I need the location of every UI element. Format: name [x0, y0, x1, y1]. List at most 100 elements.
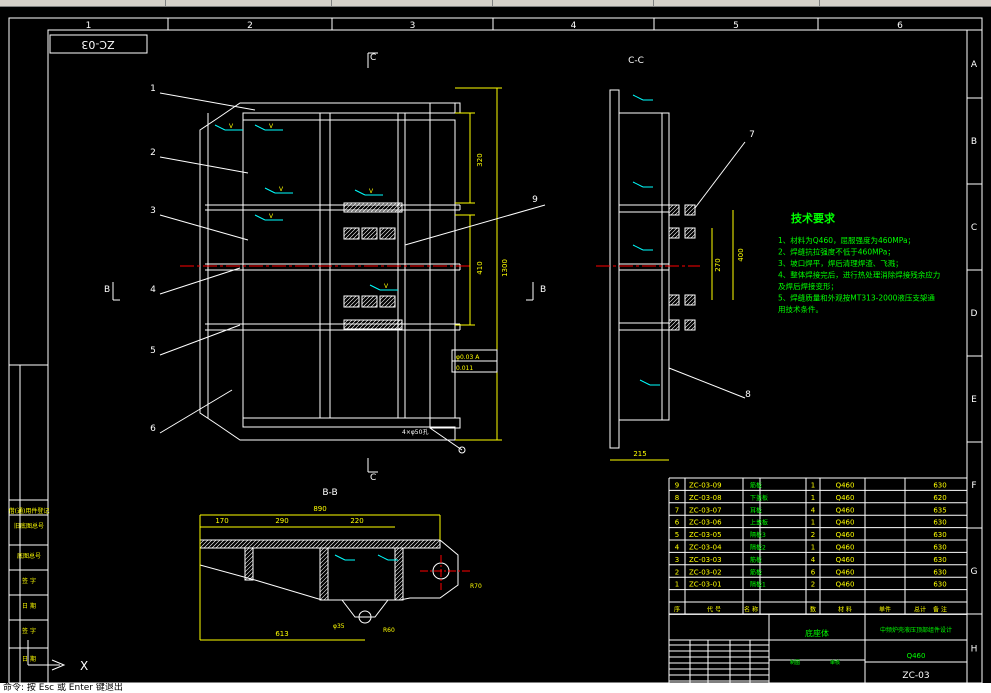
- hatch-line: [320, 551, 328, 561]
- hatch-line: [320, 583, 328, 593]
- side-back-plate: [609, 89, 620, 449]
- hatch-line: [669, 320, 678, 329]
- hatch-line: [320, 567, 328, 577]
- row-zone-label: H: [971, 645, 978, 655]
- hatch-line: [703, 320, 713, 330]
- bom-name: 耳板: [750, 506, 762, 514]
- front-slot-hatch: [343, 227, 380, 240]
- bom-header: 序: [674, 606, 680, 614]
- callout-leader: [404, 204, 546, 246]
- tech-line: 2、焊缝抗拉强度不低于460MPa；: [778, 247, 895, 257]
- hatch-outline: [343, 227, 360, 240]
- inner-border: [47, 29, 968, 684]
- left-strip-label: 日 期: [22, 655, 36, 663]
- section-b-label: B: [104, 285, 110, 295]
- hatch-line: [287, 540, 297, 548]
- hatch-line: [685, 228, 694, 237]
- hatch-line: [379, 228, 390, 239]
- hatch-line: [323, 595, 328, 600]
- tech-line: 用技术条件。: [778, 304, 823, 314]
- bom-header: 材 料: [838, 606, 852, 614]
- bom-code: ZC-03-06: [689, 519, 722, 527]
- hatch-line: [319, 540, 329, 548]
- hatch-line: [411, 548, 463, 600]
- hatch-line: [386, 320, 397, 329]
- left-strip-label: 签 字: [22, 627, 36, 635]
- hatch-line: [383, 540, 393, 548]
- ucs-x-arrow: [51, 659, 66, 671]
- tolerance-2: 0.011: [456, 365, 473, 372]
- title-code: ZC-03: [902, 671, 929, 681]
- hatch-line: [344, 228, 349, 233]
- hatch-line: [391, 540, 401, 548]
- bom-code: ZC-03-05: [689, 531, 722, 539]
- dim-text: 400: [737, 248, 745, 261]
- weld-mark: V: [384, 283, 389, 290]
- weld-leader: [639, 379, 651, 386]
- hatch-lines: [380, 228, 395, 239]
- row-zone-label: D: [971, 309, 978, 319]
- bom-name: 隔板2: [750, 544, 766, 552]
- command-line[interactable]: 命令: 按 Esc 或 Enter 键退出: [0, 683, 991, 693]
- hatch-line: [375, 540, 385, 548]
- hatch-line: [323, 540, 333, 548]
- bom-header: 总计: [914, 606, 926, 614]
- hatch-line: [263, 540, 273, 548]
- section-c-label: C: [370, 473, 376, 483]
- hatch-line: [245, 551, 253, 561]
- row-zone-label: G: [971, 567, 978, 577]
- hatch-line: [380, 296, 389, 305]
- hatch-line: [348, 296, 359, 307]
- callout-number: 6: [150, 424, 156, 434]
- bom-dim: 630: [933, 556, 946, 564]
- toolbar-segment: [493, 0, 654, 6]
- bom-dim: 630: [933, 544, 946, 552]
- hatch-line: [350, 203, 361, 212]
- bom-code: ZC-03-08: [689, 494, 722, 502]
- hatch-line: [387, 228, 398, 239]
- drawing-code-label: ZC-03: [81, 38, 114, 51]
- hatch-line: [251, 540, 261, 548]
- hatch-line: [311, 540, 321, 548]
- hatch-line: [378, 320, 389, 329]
- bb-web-hatch: [319, 547, 392, 601]
- hatch-line: [382, 320, 393, 329]
- hatch-line: [387, 296, 398, 307]
- bom-material: Q460: [836, 568, 855, 576]
- hatch-line: [382, 203, 393, 212]
- hatch-line: [245, 548, 246, 549]
- tech-line: 1、材料为Q460，屈服强度为460MPa；: [778, 235, 915, 245]
- front-slot-hatch: [361, 295, 398, 308]
- bom-dim: 620: [933, 494, 946, 502]
- hatch-outline: [668, 204, 680, 216]
- bom-material: Q460: [836, 482, 855, 490]
- hatch-line: [699, 205, 709, 215]
- weld-mark: V: [229, 123, 234, 130]
- hatch-line: [344, 203, 353, 212]
- hatch-line: [223, 540, 233, 548]
- hatch-line: [231, 540, 241, 548]
- hatch-line: [269, 548, 301, 580]
- hatch-line: [255, 540, 265, 548]
- hatch-line: [361, 296, 372, 307]
- hatch-line: [670, 321, 679, 330]
- dim-text: 613: [275, 630, 288, 638]
- hatch-line: [669, 228, 670, 229]
- hatch-line: [259, 540, 269, 548]
- bom-qty: 2: [811, 531, 815, 539]
- hatch-line: [384, 296, 395, 307]
- hatch-line: [383, 228, 394, 239]
- hatch-line: [366, 203, 377, 212]
- hatch-line: [685, 295, 690, 300]
- hatch-line: [384, 228, 395, 239]
- hatch-lines: [685, 295, 695, 305]
- hatch-line: [340, 548, 392, 600]
- hatch-line: [369, 228, 380, 239]
- bom-code: ZC-03-09: [689, 482, 722, 490]
- callout-number: 4: [150, 285, 156, 295]
- callout-number: 9: [532, 195, 538, 205]
- hatch-outline: [343, 202, 403, 213]
- hatch-line: [354, 203, 365, 212]
- hatch-line: [694, 237, 695, 238]
